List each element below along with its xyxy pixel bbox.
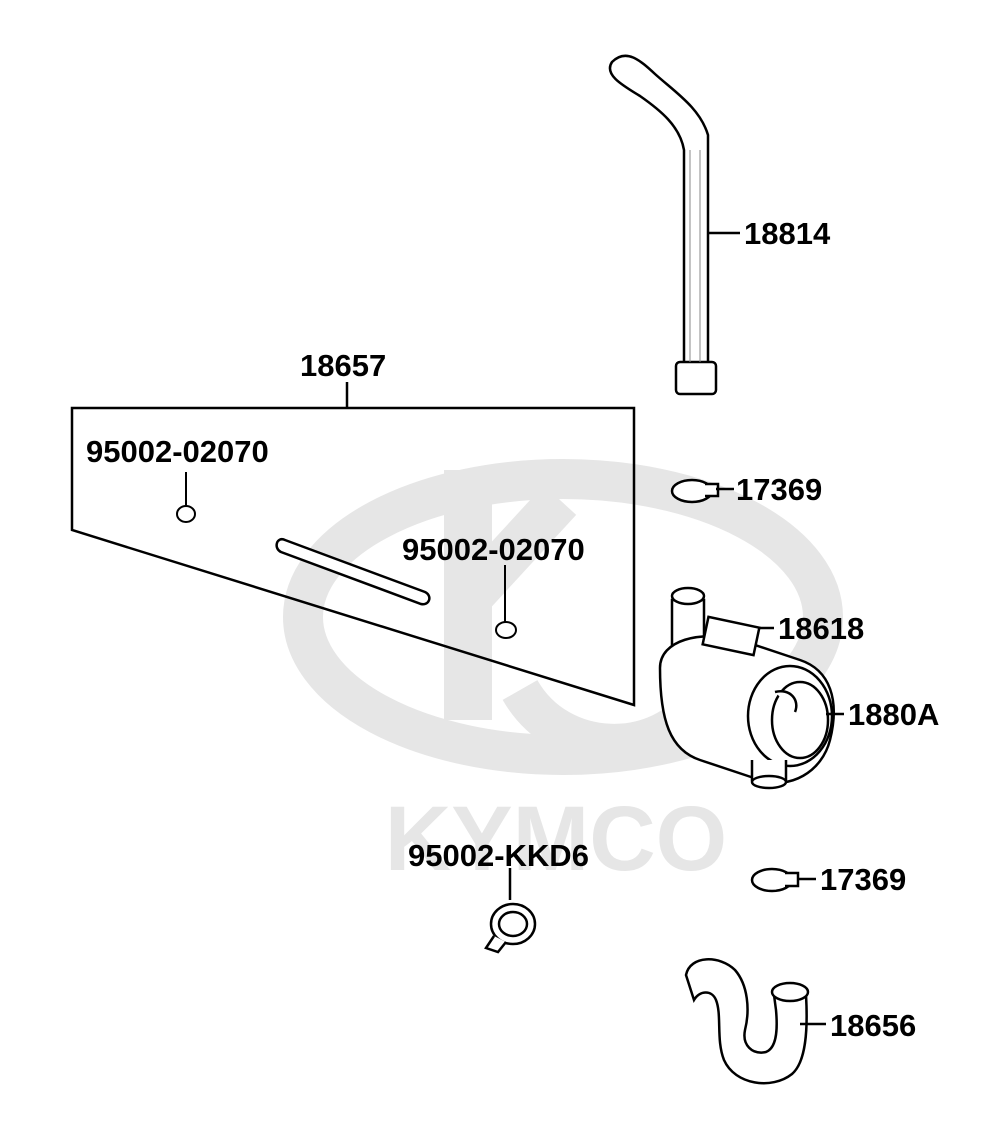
- part-label-17369-top: 17369: [736, 472, 823, 507]
- part-label-17369-bottom: 17369: [820, 862, 907, 897]
- part-label-18657: 18657: [300, 348, 387, 383]
- clamp-icon-95002-kkd6: [484, 868, 537, 954]
- clip-icon-17369-bottom: [750, 867, 800, 893]
- clip-icon-17369-top: [670, 478, 720, 504]
- part-label-95002-02070-b: 95002-02070: [402, 532, 585, 567]
- part-label-18656: 18656: [830, 1008, 917, 1043]
- part-label-18814: 18814: [744, 216, 831, 251]
- kit-bracket-18657: [70, 382, 636, 707]
- clamp-icon-95002-a: [176, 472, 196, 523]
- part-label-95002-kkd6: 95002-KKD6: [408, 838, 589, 873]
- air-filter-assembly: [658, 586, 835, 790]
- part-label-18618: 18618: [778, 611, 865, 646]
- hose-18656: [684, 958, 810, 1085]
- tube-in-kit: [275, 537, 431, 606]
- hose-18814: [608, 54, 718, 396]
- clamp-icon-95002-b: [495, 565, 517, 639]
- part-label-95002-02070-a: 95002-02070: [86, 434, 269, 469]
- part-label-1880A: 1880A: [848, 697, 940, 732]
- kymco-watermark-text: KYMCO: [385, 788, 727, 890]
